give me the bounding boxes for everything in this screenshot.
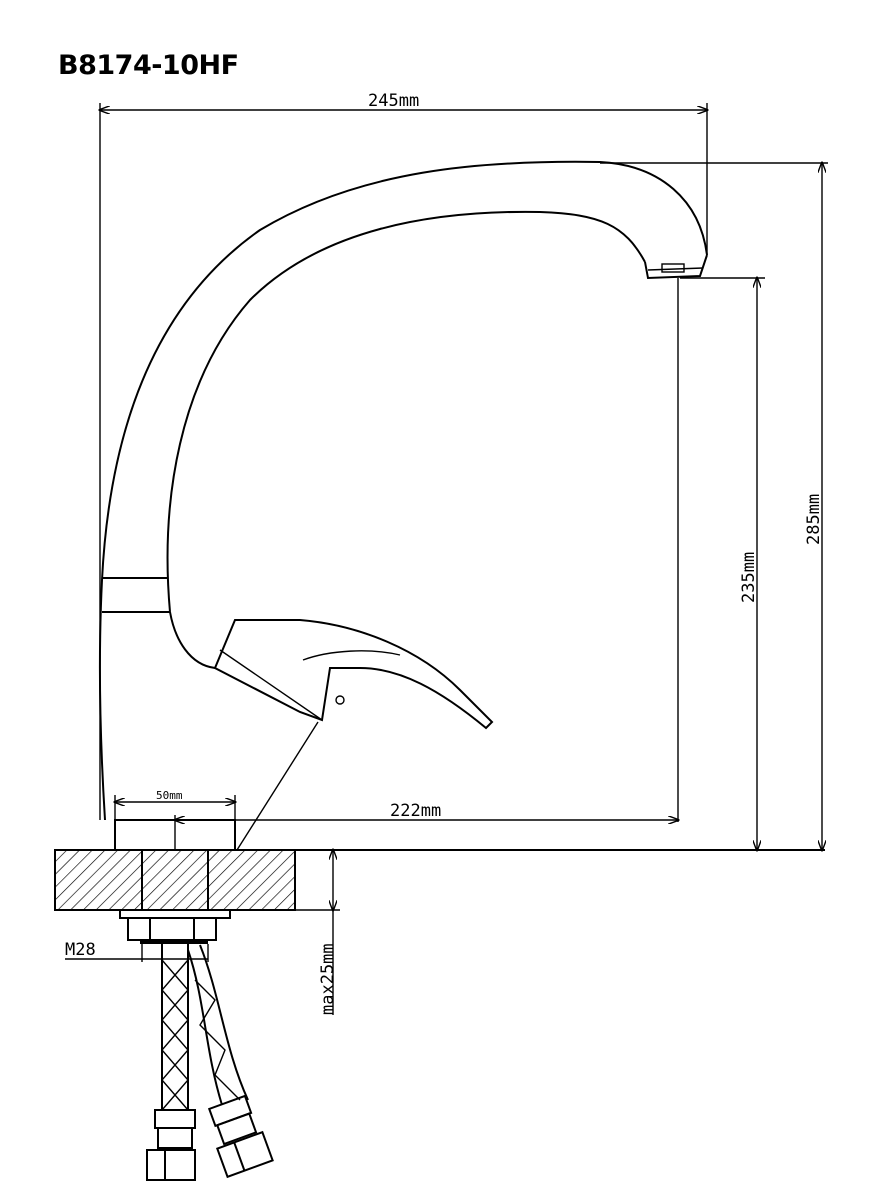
dimension-235: 235mm — [680, 278, 765, 850]
dim-235-label: 235mm — [739, 552, 759, 603]
dim-222-label: 222mm — [390, 801, 441, 821]
dimension-285: 285mm — [600, 163, 828, 850]
dim-50-label: 50mm — [156, 789, 183, 802]
dim-max25-label: max25mm — [318, 943, 338, 1015]
dimension-222: 222mm — [175, 278, 678, 850]
dim-m28-label: M28 — [65, 940, 96, 960]
mounting-nut — [119, 909, 231, 944]
faucet-spout — [98, 160, 708, 821]
faucet-handle — [213, 619, 494, 851]
dimension-m28: M28 — [65, 940, 209, 962]
model-title: B8174-10HF — [58, 50, 239, 81]
countertop — [54, 849, 825, 911]
dimension-max25: max25mm — [318, 850, 338, 1015]
dimension-245: 245mm — [100, 91, 707, 820]
dim-285-label: 285mm — [804, 494, 824, 545]
dim-245-label: 245mm — [368, 91, 419, 111]
supply-hoses — [146, 944, 274, 1181]
